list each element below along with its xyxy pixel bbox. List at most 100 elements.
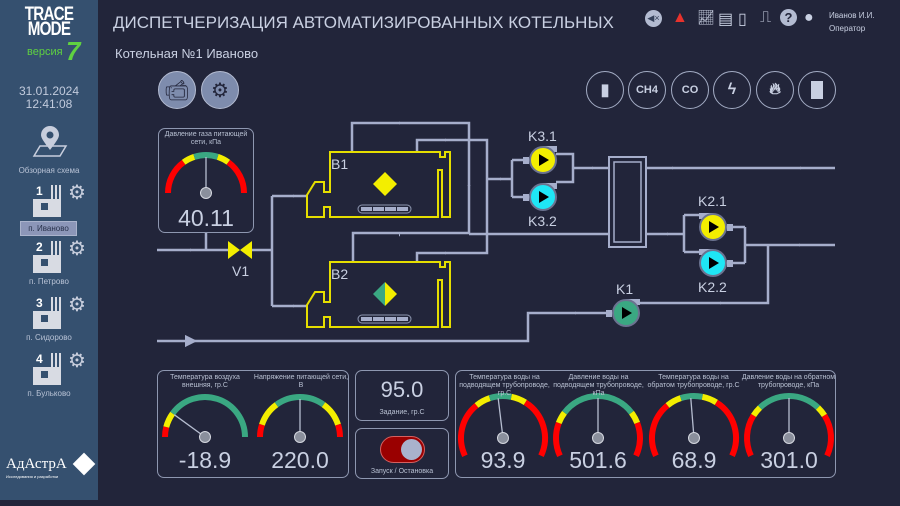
gauge-zone bbox=[510, 393, 527, 406]
nav-overview[interactable]: Обзорная схема bbox=[18, 166, 80, 175]
gauge-caption: Давление воды на обратном трубопроводе, … bbox=[741, 374, 836, 389]
gauge-zone bbox=[555, 410, 567, 425]
gauge-zone bbox=[751, 405, 763, 418]
gauge-value: 93.9 bbox=[480, 447, 526, 473]
fire-extinguisher-indicator[interactable]: ▮ bbox=[586, 71, 624, 109]
gauge-zone bbox=[181, 154, 196, 165]
plant-label: п. Сидорово bbox=[26, 333, 72, 342]
user-role: Оператор bbox=[829, 24, 866, 33]
water-panel bbox=[455, 370, 836, 478]
boiler-status-icon bbox=[373, 172, 397, 196]
door-indicator[interactable] bbox=[798, 71, 836, 109]
fire-extinguisher-icon: ▮ bbox=[600, 82, 610, 99]
nav-plant-4[interactable]: 4 ⚙ п. Бульково bbox=[0, 351, 98, 403]
factory-icon bbox=[33, 185, 61, 217]
camera-icon: 📹︎ bbox=[164, 79, 190, 102]
flame-indicator[interactable]: 🔥︎ bbox=[756, 71, 794, 109]
boiler-b2[interactable] bbox=[306, 261, 451, 328]
boiler-b1-label: B1 bbox=[331, 156, 349, 172]
gauge-zone bbox=[744, 413, 757, 458]
pump-k22-label: K2.2 bbox=[698, 279, 727, 295]
gauge-psup bbox=[553, 393, 643, 458]
nav-plant-2[interactable]: 2 ⚙ п. Петрово bbox=[0, 239, 98, 291]
vendor-subtitle: Исследования и разработки bbox=[6, 474, 59, 479]
gauge-zone bbox=[162, 426, 170, 438]
pump-k1-label: K1 bbox=[616, 281, 634, 297]
user-name: Иванов И.И. bbox=[829, 11, 875, 20]
gauge-zone bbox=[474, 395, 491, 408]
plant-label: п. Бульково bbox=[27, 389, 71, 398]
plant-settings-gear-icon[interactable]: ⚙ bbox=[68, 350, 86, 372]
sound-off-icon[interactable]: ◀× bbox=[645, 10, 662, 27]
boiler-b1[interactable] bbox=[306, 151, 451, 218]
gauge-tret bbox=[649, 393, 739, 458]
pump-k31[interactable] bbox=[523, 146, 557, 174]
factory-icon bbox=[33, 353, 61, 385]
factory-icon bbox=[33, 297, 61, 329]
gauge-tsup bbox=[458, 393, 548, 458]
plant-number: 2 bbox=[36, 240, 43, 254]
gauge-zone bbox=[216, 154, 231, 165]
pump-k21[interactable] bbox=[699, 213, 733, 241]
user-icon[interactable]: ● bbox=[804, 9, 814, 26]
nav-plant-1[interactable]: 1 ⚙ п. Иваново bbox=[0, 182, 98, 236]
report-icon[interactable]: ▤ bbox=[718, 11, 734, 28]
date: 31.01.2024 bbox=[18, 84, 80, 98]
toggle-knob[interactable] bbox=[401, 439, 422, 460]
start-stop-toggle[interactable] bbox=[380, 436, 425, 463]
gauge-zone bbox=[259, 402, 279, 426]
valve-label: V1 bbox=[232, 263, 250, 279]
pump-k1[interactable] bbox=[606, 299, 640, 327]
trend-chart-icon[interactable]: 📈︎ bbox=[697, 9, 715, 25]
camera-button[interactable]: 📹︎ bbox=[158, 71, 196, 109]
gauge-caption: Давление воды на подводящем трубопроводе… bbox=[553, 374, 644, 397]
flame-icon: 🔥︎ bbox=[769, 81, 781, 98]
help-icon[interactable]: ? bbox=[780, 9, 797, 26]
event-log-icon[interactable]: ▯ bbox=[738, 11, 747, 28]
time: 12:41:08 bbox=[25, 97, 73, 111]
plant-number: 3 bbox=[36, 296, 43, 310]
setpoint-value[interactable]: 95.0 bbox=[380, 377, 424, 402]
scroll-icon[interactable]: ⎍ bbox=[760, 9, 772, 26]
gauge-volt bbox=[257, 394, 343, 443]
gauge-pret bbox=[744, 393, 834, 458]
play-icon bbox=[539, 154, 549, 166]
startstop-label: Запуск / Остановка bbox=[370, 468, 434, 475]
plant-number: 4 bbox=[36, 352, 43, 366]
power-indicator[interactable]: ϟ bbox=[713, 71, 751, 109]
alarm-warning-icon[interactable]: ▲ bbox=[672, 9, 688, 26]
nav-plant-3[interactable]: 3 ⚙ п. Сидорово bbox=[0, 295, 98, 347]
gauge-caption: Давление газа питающей сети, кПа bbox=[164, 131, 248, 146]
ch4-indicator[interactable]: CH4 bbox=[628, 71, 666, 109]
settings-button[interactable]: ⚙ bbox=[201, 71, 239, 109]
plant-subtitle: Котельная №1 Иваново bbox=[115, 46, 259, 61]
pump-k22[interactable] bbox=[699, 249, 733, 277]
map-pin-icon[interactable] bbox=[30, 126, 70, 158]
gauge-zone bbox=[562, 393, 634, 415]
version-label: версия bbox=[27, 46, 63, 58]
gauge-zone bbox=[226, 159, 247, 194]
gauge-zone bbox=[679, 393, 703, 402]
gauge-hub bbox=[199, 431, 211, 443]
factory-icon bbox=[33, 241, 61, 273]
gauge-zone bbox=[633, 421, 643, 458]
gauge-zone bbox=[553, 421, 563, 458]
gauge-value: 220.0 bbox=[271, 447, 329, 473]
gauge-zone bbox=[649, 403, 670, 458]
gauge-value: 501.6 bbox=[569, 447, 627, 473]
gauge-zone bbox=[665, 395, 682, 408]
plant-settings-gear-icon[interactable]: ⚙ bbox=[68, 182, 86, 204]
gauge-zone bbox=[821, 413, 834, 458]
gauge-air bbox=[162, 394, 248, 443]
pump-k32[interactable] bbox=[523, 183, 557, 211]
plant-settings-gear-icon[interactable]: ⚙ bbox=[68, 294, 86, 316]
gas-pressure-panel bbox=[158, 128, 254, 233]
plant-settings-gear-icon[interactable]: ⚙ bbox=[68, 238, 86, 260]
co-indicator[interactable]: CO bbox=[671, 71, 709, 109]
play-icon bbox=[622, 307, 632, 319]
startstop-panel bbox=[355, 428, 449, 479]
play-icon bbox=[539, 191, 549, 203]
valve-v1[interactable] bbox=[228, 241, 252, 259]
